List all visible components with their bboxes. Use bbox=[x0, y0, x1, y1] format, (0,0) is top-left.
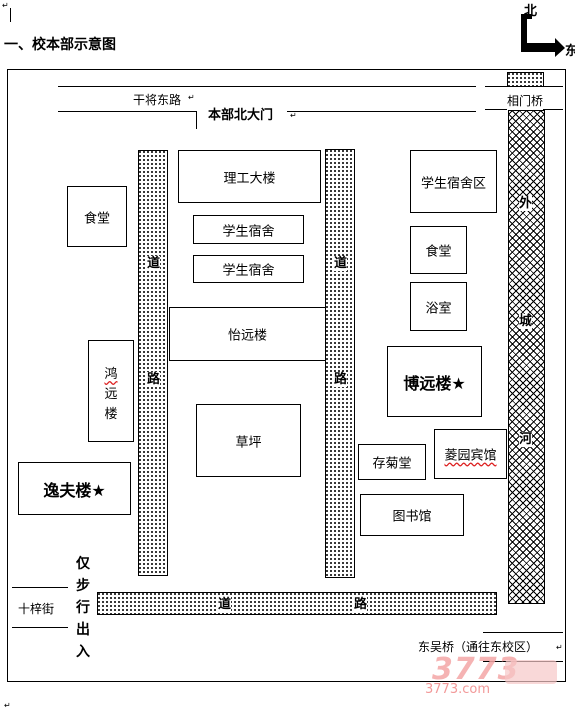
boyuan-building[interactable]: 博远楼★ bbox=[387, 346, 482, 417]
jingyuan-hotel-label: 菱园宾馆 bbox=[444, 448, 497, 464]
dorm-area[interactable]: 学生宿舍区 bbox=[410, 150, 497, 213]
dorm-building-2[interactable]: 学生宿舍 bbox=[193, 255, 304, 283]
lawn-area-label: 草坪 bbox=[235, 435, 262, 450]
bathhouse[interactable]: 浴室 bbox=[410, 282, 467, 331]
bathhouse-label: 浴室 bbox=[425, 301, 452, 316]
left-street-line-top bbox=[12, 587, 68, 588]
left-street-label: 十梓街 bbox=[18, 602, 55, 616]
hongyuan-label-2: 远 bbox=[104, 387, 118, 402]
xiangmen-bridge-stub bbox=[507, 72, 544, 87]
yifu-building-label: 逸夫楼★ bbox=[43, 480, 106, 500]
river-label-1: 外 bbox=[519, 196, 533, 211]
ligong-building-label: 理工大楼 bbox=[223, 171, 276, 186]
jingyuan-hotel[interactable]: 菱园宾馆 bbox=[434, 429, 507, 479]
boyuan-building-label: 博远楼★ bbox=[403, 373, 466, 393]
outer-moat-river bbox=[508, 110, 545, 604]
bottom-road-label-2: 路 bbox=[354, 597, 368, 612]
paragraph-mark: ↵ bbox=[188, 93, 195, 102]
xiangmen-bridge-label: 相门桥 bbox=[507, 91, 544, 110]
cunju-hall[interactable]: 存菊堂 bbox=[358, 444, 426, 480]
ligong-building[interactable]: 理工大楼 bbox=[178, 150, 321, 203]
left-street-line-bottom bbox=[12, 627, 68, 628]
dongwu-bridge-label: 东吴桥（通往东校区） bbox=[418, 640, 539, 654]
watermark-logo-suffix-icon bbox=[505, 660, 557, 684]
bottom-road-label-1: 道 bbox=[218, 597, 232, 612]
dorm-building-1-label: 学生宿舍 bbox=[222, 224, 275, 239]
top-street-line-lower bbox=[58, 111, 196, 112]
walk-only-1: 仅 bbox=[76, 556, 90, 572]
canteen-right[interactable]: 食堂 bbox=[410, 226, 467, 274]
top-street-label: 干将东路 bbox=[133, 90, 182, 109]
hongyuan-label-3: 楼 bbox=[104, 407, 118, 422]
left-road bbox=[138, 150, 168, 576]
compass-arrow-icon bbox=[521, 14, 565, 57]
walk-only-5: 入 bbox=[76, 644, 90, 660]
hongyuan-building[interactable]: 鸿 远 楼 bbox=[88, 340, 134, 442]
paragraph-mark: ↵ bbox=[4, 701, 11, 710]
river-label-2: 城 bbox=[519, 314, 533, 329]
canteen-right-label: 食堂 bbox=[425, 244, 452, 260]
page-title: 一、校本部示意图 bbox=[4, 37, 116, 53]
canteen-left-label: 食堂 bbox=[83, 211, 110, 226]
bridge-line-top bbox=[485, 86, 563, 87]
middle-road-label-2: 路 bbox=[334, 372, 348, 387]
paragraph-mark: ↵ bbox=[556, 643, 563, 652]
walk-only-3: 行 bbox=[76, 600, 90, 616]
left-road-label-2: 路 bbox=[147, 372, 161, 387]
dorm-building-2-label: 学生宿舍 bbox=[222, 263, 275, 279]
campus-boundary bbox=[7, 69, 566, 682]
left-road-label-1: 道 bbox=[147, 256, 161, 271]
dongwu-bridge-line-top bbox=[483, 632, 563, 633]
library-label: 图书馆 bbox=[392, 509, 432, 525]
canteen-left[interactable]: 食堂 bbox=[67, 186, 127, 247]
watermark-logo: 3773 bbox=[432, 652, 520, 687]
dorm-area-label: 学生宿舍区 bbox=[420, 176, 486, 191]
yiyuan-building-label: 怡远楼 bbox=[227, 328, 267, 344]
cunju-hall-label: 存菊堂 bbox=[372, 456, 412, 472]
yifu-building[interactable]: 逸夫楼★ bbox=[18, 462, 131, 515]
top-street-line-upper bbox=[58, 86, 476, 87]
dorm-building-1[interactable]: 学生宿舍 bbox=[193, 215, 304, 244]
middle-road-label-1: 道 bbox=[334, 256, 348, 271]
paragraph-mark: ↵ bbox=[290, 111, 297, 120]
paragraph-mark: ↵ bbox=[2, 1, 9, 10]
top-street-line-lower-right bbox=[287, 111, 476, 112]
text-cursor bbox=[10, 8, 11, 22]
lawn-area[interactable]: 草坪 bbox=[196, 404, 301, 477]
middle-road bbox=[325, 149, 355, 578]
walk-only-2: 步 bbox=[76, 578, 90, 594]
bottom-road bbox=[97, 592, 497, 615]
north-gate-label: 本部北大门 bbox=[208, 108, 274, 123]
hongyuan-label-1: 鸿 bbox=[104, 367, 118, 382]
yiyuan-building[interactable]: 怡远楼 bbox=[169, 307, 326, 361]
river-label-3: 河 bbox=[519, 432, 533, 447]
watermark-url: 3773.com bbox=[425, 682, 490, 697]
library[interactable]: 图书馆 bbox=[360, 494, 464, 536]
north-gate-post-left bbox=[196, 111, 197, 129]
compass-east-label: 东 bbox=[565, 44, 575, 59]
walk-only-4: 出 bbox=[76, 622, 90, 638]
